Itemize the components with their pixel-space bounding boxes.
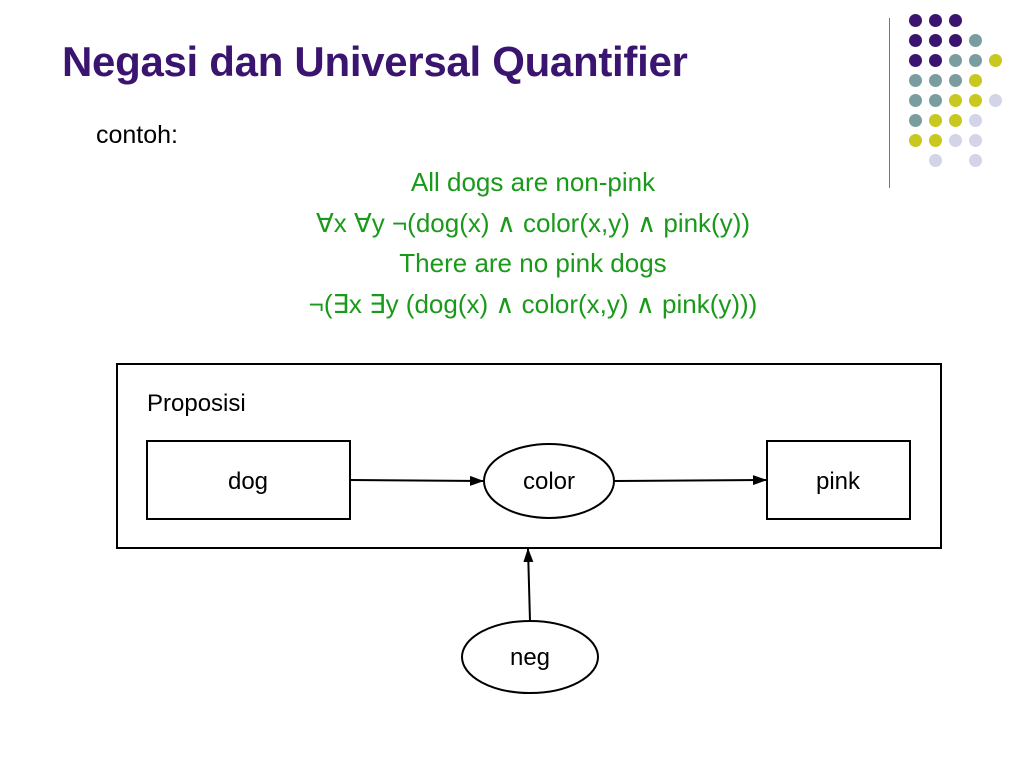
decor-dot <box>929 34 942 47</box>
decor-dot <box>909 134 922 147</box>
decor-dot <box>969 94 982 107</box>
decor-dot <box>969 54 982 67</box>
proposisi-container <box>116 363 942 549</box>
contoh-label: contoh: <box>96 121 179 149</box>
decorative-divider <box>889 18 890 188</box>
arrow-neg-to-proposisi <box>523 548 534 622</box>
formula-line-1: All dogs are non-pink <box>410 167 656 197</box>
arrow-dog-to-color <box>349 475 484 486</box>
decorative-dot-grid <box>904 14 1014 167</box>
decor-dot <box>929 134 942 147</box>
decor-dot <box>909 14 922 27</box>
decor-dot <box>929 14 942 27</box>
decor-dot <box>929 74 942 87</box>
dog-node-label: dog <box>228 468 268 495</box>
decor-dot <box>949 134 962 147</box>
decor-dot <box>929 54 942 67</box>
decor-dot <box>949 114 962 127</box>
color-node-label: color <box>523 468 575 495</box>
decor-dot <box>929 154 942 167</box>
decor-dot <box>989 54 1002 67</box>
decor-dot <box>949 34 962 47</box>
decor-dot <box>949 94 962 107</box>
formula-block: All dogs are non-pink ∀x ∀y ¬(dog(x) ∧ c… <box>180 162 886 324</box>
arrow-color-to-pink <box>613 475 767 486</box>
decor-dot <box>969 34 982 47</box>
dog-node <box>146 440 351 520</box>
decor-dot <box>909 34 922 47</box>
pink-node-label: pink <box>816 468 861 495</box>
slide-title: Negasi dan Universal Quantifier <box>62 38 688 85</box>
decor-dot <box>989 94 1002 107</box>
decor-dot <box>949 74 962 87</box>
decor-dot <box>969 154 982 167</box>
decor-dot <box>909 94 922 107</box>
decor-dot <box>969 74 982 87</box>
decor-dot <box>929 94 942 107</box>
decor-dot <box>909 74 922 87</box>
pink-node <box>766 440 911 520</box>
decor-dot <box>969 114 982 127</box>
decor-dot <box>929 114 942 127</box>
decor-dot <box>949 14 962 27</box>
decor-dot <box>909 114 922 127</box>
proposisi-label: Proposisi <box>147 390 246 417</box>
formula-line-3: There are no pink dogs <box>399 248 667 278</box>
decor-dot <box>949 54 962 67</box>
decor-dot <box>909 54 922 67</box>
formula-line-4: ¬(∃x ∃y (dog(x) ∧ color(x,y) ∧ pink(y))) <box>308 288 758 319</box>
formula-line-2: ∀x ∀y ¬(dog(x) ∧ color(x,y) ∧ pink(y)) <box>315 207 751 238</box>
neg-node-label: neg <box>510 644 550 671</box>
decor-dot <box>969 134 982 147</box>
